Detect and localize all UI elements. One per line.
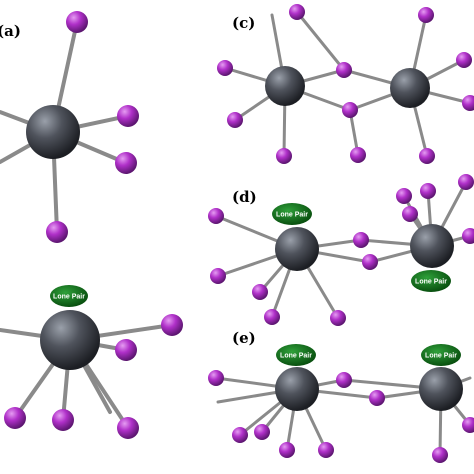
ligand-atom <box>254 424 270 440</box>
ligand-atom <box>117 417 139 439</box>
lone-pair: Lone Pair <box>421 344 461 366</box>
lone-pair: Lone Pair <box>50 285 88 307</box>
lone-pair-label: Lone Pair <box>276 212 308 219</box>
lone-pair-label: Lone Pair <box>415 279 447 286</box>
central-atom <box>410 224 454 268</box>
ligand-atom <box>330 310 346 326</box>
central-atom <box>40 310 100 370</box>
ligand-atom <box>402 206 418 222</box>
ligand-atom <box>66 11 88 33</box>
ligand-atom <box>117 105 139 127</box>
ligand-atom <box>458 174 474 190</box>
ligand-atom <box>432 447 448 463</box>
ligand-atom <box>161 314 183 336</box>
bridging-ligand-atom <box>336 62 352 78</box>
central-atom <box>26 105 80 159</box>
panel-c-label: (c) <box>232 14 255 32</box>
ligand-atom <box>279 442 295 458</box>
ligand-atom <box>289 4 305 20</box>
lone-pair-label: Lone Pair <box>280 353 312 360</box>
ligand-atom <box>456 52 472 68</box>
lone-pair: Lone Pair <box>276 344 316 366</box>
ligand-atom <box>232 427 248 443</box>
ligand-atom <box>227 112 243 128</box>
ligand-atom <box>210 268 226 284</box>
panel-e: (e) Lone Pair <box>208 329 474 463</box>
lone-pair-label: Lone Pair <box>425 353 457 360</box>
central-atom <box>390 68 430 108</box>
ligand-atom <box>4 407 26 429</box>
ligand-atom <box>46 221 68 243</box>
ligand-atom <box>217 60 233 76</box>
lone-pair: Lone Pair <box>272 203 312 225</box>
ligand-atom <box>419 148 435 164</box>
central-atom <box>419 367 463 411</box>
bridging-ligand-atom <box>342 102 358 118</box>
panel-a-label: (a) <box>0 22 21 40</box>
ligand-atom <box>252 284 268 300</box>
panel-a: (a) <box>0 11 139 243</box>
ligand-atom <box>208 208 224 224</box>
ligand-atom <box>418 7 434 23</box>
panel-e-label: (e) <box>232 329 256 347</box>
lone-pair: Lone Pair <box>411 270 451 292</box>
panel-c: (c) <box>217 4 474 164</box>
panel-d-label: (d) <box>232 188 257 206</box>
ligand-atom <box>462 228 474 244</box>
central-atom <box>265 66 305 106</box>
lone-pair-label: Lone Pair <box>53 294 85 301</box>
ligand-atom <box>318 442 334 458</box>
bridging-ligand-atom <box>362 254 378 270</box>
ligand-atom <box>350 147 366 163</box>
bridging-ligand-atom <box>353 232 369 248</box>
central-atom <box>275 367 319 411</box>
panel-c-bonds <box>223 10 472 158</box>
ligand-atom <box>52 409 74 431</box>
bridging-ligand-atom <box>336 372 352 388</box>
ligand-atom <box>462 95 474 111</box>
panel-d: (d) <box>208 174 474 326</box>
ligand-atom <box>420 183 436 199</box>
ligand-atom <box>396 188 412 204</box>
panel-b: Lone Pair <box>0 285 183 439</box>
ligand-atom <box>276 148 292 164</box>
central-atom <box>275 227 319 271</box>
ligand-atom <box>208 370 224 386</box>
ligand-atom <box>115 339 137 361</box>
ligand-atom <box>264 309 280 325</box>
bridging-ligand-atom <box>369 390 385 406</box>
ligand-atom <box>115 152 137 174</box>
ligand-atom <box>462 417 474 433</box>
